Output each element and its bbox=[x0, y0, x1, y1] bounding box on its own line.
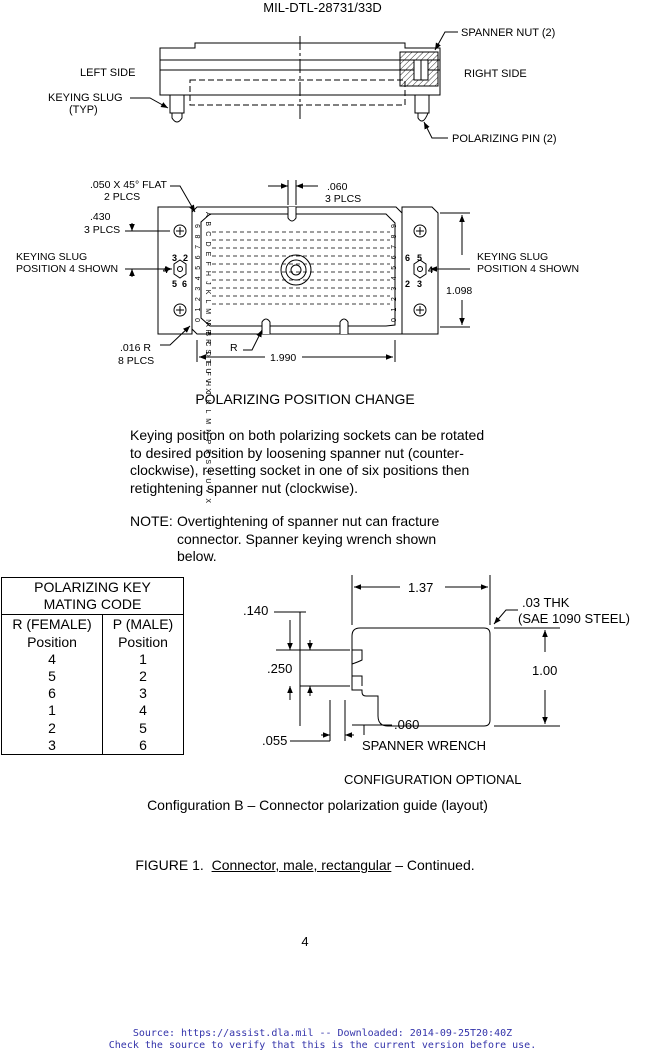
right-side-label: RIGHT SIDE bbox=[464, 68, 527, 80]
config-optional: CONFIGURATION OPTIONAL bbox=[344, 772, 521, 787]
flat-dim: .050 X 45° FLAT bbox=[90, 179, 168, 191]
page-number: 4 bbox=[301, 934, 309, 949]
paragraph-line: to desired position by loosening spanner… bbox=[130, 444, 464, 461]
thk-label: .03 THK bbox=[522, 595, 570, 610]
flat-plcs: 2 PLCS bbox=[104, 191, 140, 203]
dim-055: .055 bbox=[262, 733, 287, 748]
table-cell: 1 bbox=[48, 702, 56, 719]
instruction-paragraph: Keying position on both polarizing socke… bbox=[130, 427, 530, 497]
col-header: P (MALE) bbox=[112, 616, 174, 633]
keying-position-digit: 5 bbox=[172, 279, 177, 289]
figure-title: FIGURE 1. Connector, male, rectangular –… bbox=[0, 857, 610, 873]
table-cell: 2 bbox=[48, 719, 56, 736]
table-cell: 1 bbox=[139, 650, 147, 667]
note-label: NOTE: bbox=[130, 513, 173, 529]
dim-060-wrench: .060 bbox=[394, 717, 419, 732]
polarizing-pin-label: POLARIZING PIN (2) bbox=[452, 133, 557, 145]
key-table-title-line: POLARIZING KEY bbox=[34, 579, 151, 595]
keying-position-digit: 3 bbox=[172, 253, 177, 263]
face-view bbox=[157, 206, 439, 335]
face-view-dimensions bbox=[125, 180, 470, 362]
paragraph-line: retightening spanner nut (clockwise). bbox=[130, 479, 359, 496]
table-cell: 3 bbox=[48, 736, 56, 753]
note-line: below. bbox=[177, 548, 217, 564]
female-column: R (FEMALE) Position 4 5 6 1 2 3 bbox=[1, 614, 103, 756]
keying-position-digit: 2 bbox=[405, 279, 410, 289]
keying-position-digit: 4 bbox=[163, 265, 168, 275]
dim-140: .140 bbox=[243, 603, 268, 618]
table-cell: 6 bbox=[139, 736, 147, 753]
col-subheader: Position bbox=[27, 633, 77, 650]
steel-label: (SAE 1090 STEEL) bbox=[518, 611, 630, 626]
source-line-1: Source: https://assist.dla.mil -- Downlo… bbox=[132, 1028, 513, 1039]
dim-060-plcs: 3 PLCS bbox=[325, 193, 361, 205]
figure-suffix: – Continued. bbox=[391, 857, 475, 873]
r-label: R bbox=[230, 342, 238, 354]
side-view bbox=[159, 36, 441, 123]
keying-right-1: KEYING SLUG bbox=[477, 251, 548, 263]
key-table: POLARIZING KEY MATING CODE R (FEMALE) Po… bbox=[1, 576, 184, 756]
key-table-title: POLARIZING KEY MATING CODE bbox=[1, 576, 184, 616]
note-line: Overtightening of spanner nut can fractu… bbox=[177, 513, 440, 529]
figure-underlined: Connector, male, rectangular bbox=[211, 857, 392, 873]
keying-position-digit: 6 bbox=[182, 279, 187, 289]
left-side-label: LEFT SIDE bbox=[80, 67, 135, 79]
dim-137: 1.37 bbox=[408, 580, 433, 595]
table-cell: 2 bbox=[139, 668, 147, 685]
row-numbers-left: 0 1 2 3 4 5 6 7 8 9 bbox=[195, 222, 202, 322]
spanner-wrench bbox=[274, 575, 560, 742]
keying-slug-label: KEYING SLUG bbox=[48, 92, 123, 104]
side-view-leaders bbox=[130, 31, 458, 139]
keying-left-2: POSITION 4 SHOWN bbox=[16, 263, 118, 275]
figure-caption: Configuration B – Connector polarization… bbox=[147, 797, 488, 813]
bottom-letters: A B C D E F H J K L M N P R S T U V X bbox=[204, 322, 211, 505]
col-header: R (FEMALE) bbox=[12, 616, 92, 633]
keying-position-digit: 3 bbox=[417, 279, 422, 289]
table-cell: 3 bbox=[139, 685, 147, 702]
document-id: MIL-DTL-28731/33D bbox=[263, 0, 382, 15]
male-column: P (MALE) Position 1 2 3 4 5 6 bbox=[102, 614, 184, 756]
keying-position-digit: 5 bbox=[417, 253, 422, 263]
dim-1990: 1.990 bbox=[270, 352, 296, 364]
dim-016-plcs: 8 PLCS bbox=[118, 355, 154, 367]
keying-left-1: KEYING SLUG bbox=[16, 251, 87, 263]
paragraph-line: clockwise), resetting socket in one of s… bbox=[130, 462, 470, 478]
keying-position-digit: 6 bbox=[405, 253, 410, 263]
table-cell: 6 bbox=[48, 685, 56, 702]
top-letters: A B C D E F H J K L M N P R S T U V X bbox=[204, 212, 211, 395]
paragraph-line: Keying position on both polarizing socke… bbox=[130, 427, 485, 443]
figure-prefix: FIGURE 1. bbox=[135, 857, 212, 873]
keying-position-digit: 2 bbox=[183, 253, 188, 263]
table-cell: 5 bbox=[139, 719, 147, 736]
dim-430-plcs: 3 PLCS bbox=[84, 224, 120, 236]
dim-100: 1.00 bbox=[532, 663, 557, 678]
keying-right-2: POSITION 4 SHOWN bbox=[477, 263, 579, 275]
note-line: connector. Spanner keying wrench shown bbox=[177, 530, 437, 547]
table-cell: 4 bbox=[139, 702, 147, 719]
dim-060: .060 bbox=[327, 181, 348, 193]
spanner-nut-label: SPANNER NUT (2) bbox=[461, 27, 555, 39]
dim-250: .250 bbox=[267, 661, 292, 676]
typ-label: (TYP) bbox=[69, 104, 98, 116]
dim-430: .430 bbox=[90, 211, 111, 223]
wrench-title: SPANNER WRENCH bbox=[362, 738, 486, 753]
table-cell: 5 bbox=[48, 668, 56, 685]
keying-position-digit: 4 bbox=[428, 265, 433, 275]
col-subheader: Position bbox=[118, 633, 168, 650]
source-line-2: Check the source to verify that this is … bbox=[108, 1040, 537, 1051]
note-text: Overtightening of spanner nut can fractu… bbox=[177, 513, 477, 566]
technical-drawings: SPANNER NUT (2) LEFT SIDE RIGHT SIDE KEY… bbox=[16, 27, 630, 787]
section-title: POLARIZING POSITION CHANGE bbox=[195, 391, 415, 407]
dim-1098: 1.098 bbox=[446, 285, 472, 297]
key-table-title-line: MATING CODE bbox=[43, 596, 142, 613]
dim-016: .016 R bbox=[120, 342, 151, 354]
row-numbers-right: 0 1 2 3 4 5 6 7 8 9 bbox=[391, 222, 398, 322]
table-cell: 4 bbox=[48, 650, 56, 667]
